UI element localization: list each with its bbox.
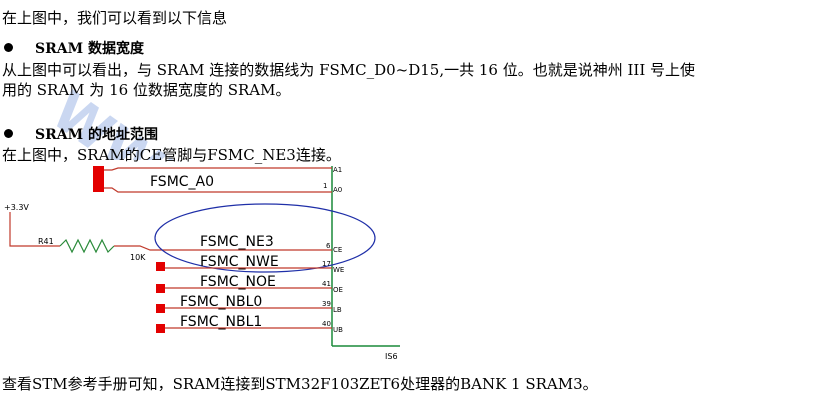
signal-label: FSMC_NE3 (200, 234, 274, 250)
red-marker (156, 324, 165, 333)
signal-label: FSMC_NWE (200, 254, 279, 270)
signal-label: FSMC_A0 (150, 174, 214, 190)
pin-name: LB (333, 306, 342, 314)
pin-name: A1 (333, 166, 342, 174)
wire (9, 212, 60, 247)
wire (114, 245, 332, 251)
footer-line: 查看STM参考手册可知，SRAM连接到STM32F103ZET6处理器的BANK… (2, 375, 598, 393)
resistor-symbol (59, 238, 115, 254)
pin-number: 17 (322, 260, 331, 268)
vcc-label: +3.3V (4, 203, 29, 212)
pin-name: CE (333, 246, 342, 254)
pin-number: 41 (322, 280, 331, 288)
pin-number: 1 (323, 182, 327, 190)
bullet-data-width: SRAM 数据宽度 (4, 38, 144, 58)
bullet-address-range: SRAM 的地址范围 (4, 124, 158, 144)
para2-line: 在上图中，SRAM的CE管脚与FSMC_NE3连接。 (2, 146, 341, 164)
para1-line2: 用的 SRAM 为 16 位数据宽度的 SRAM。 (2, 81, 291, 99)
signal-label: FSMC_NBL1 (180, 314, 262, 330)
resistor-value: 10K (130, 253, 146, 262)
pin-name: OE (333, 286, 343, 294)
pin-number: 40 (322, 320, 331, 328)
signal-label: FSMC_NBL0 (180, 294, 262, 310)
wire (104, 187, 332, 193)
signal-label: FSMC_NOE (200, 274, 276, 290)
intro-line: 在上图中，我们可以看到以下信息 (2, 9, 228, 27)
red-marker (93, 166, 104, 192)
bullet-icon (4, 129, 13, 138)
resistor-name: R41 (38, 237, 54, 246)
chip-label: IS6 (385, 352, 398, 361)
pin-number: 6 (326, 242, 331, 250)
pin-name: UB (333, 326, 343, 334)
red-marker (156, 262, 165, 271)
wire (104, 167, 332, 171)
schematic-figure: FSMC_A0 A1 A0 1 +3.3V R41 10K FSMC_NE3 6… (4, 166, 400, 361)
red-marker (156, 304, 165, 313)
pin-name: A0 (333, 186, 342, 194)
pin-number: 39 (322, 300, 331, 308)
pin-name: WE (333, 266, 344, 274)
red-marker (156, 284, 165, 293)
bullet-icon (4, 43, 13, 52)
highlight-ellipse (154, 203, 376, 273)
para1-line1: 从上图中可以看出，与 SRAM 连接的数据线为 FSMC_D0~D15,一共 1… (2, 61, 696, 79)
